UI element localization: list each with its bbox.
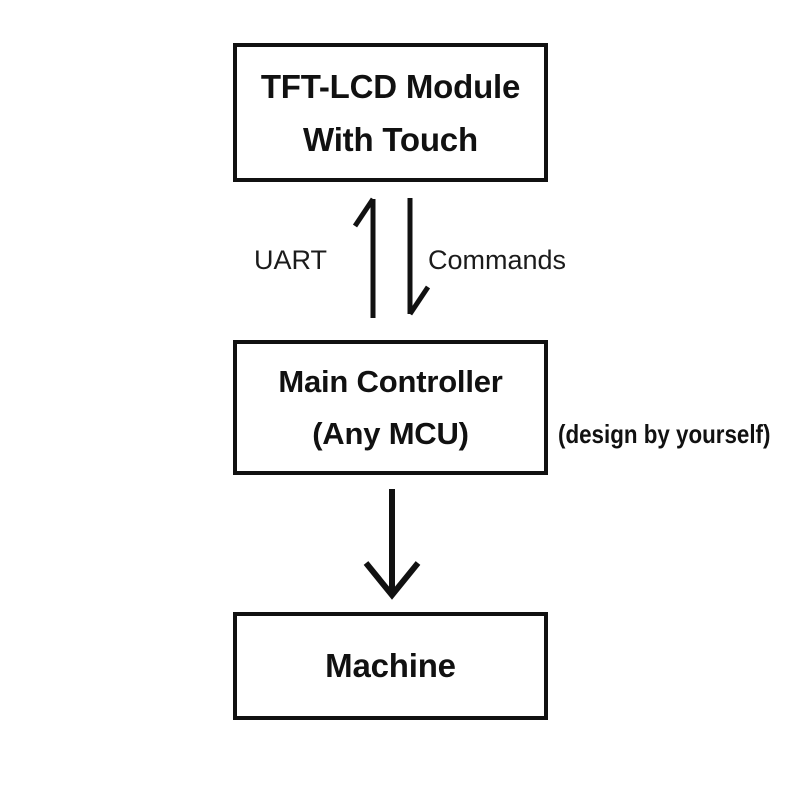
arrow-commands-down (407, 198, 431, 316)
node-machine[interactable]: Machine (233, 612, 548, 720)
node-machine-line-1: Machine (325, 647, 456, 684)
node-tft-lcd-module-line-2: With Touch (303, 120, 478, 158)
node-main-controller[interactable]: Main Controller (Any MCU) (233, 340, 548, 475)
edge-label-commands: Commands (428, 245, 567, 275)
arrow-controller-to-machine (363, 489, 421, 600)
annotation-design-by-yourself: (design by yourself) (558, 419, 771, 449)
arrow-uart-up (352, 197, 376, 318)
node-tft-lcd-module[interactable]: TFT-LCD Module With Touch (233, 43, 548, 182)
edge-label-uart: UART (254, 245, 328, 275)
node-main-controller-line-2: (Any MCU) (312, 415, 469, 451)
node-tft-lcd-module-line-1: TFT-LCD Module (260, 67, 521, 105)
node-main-controller-line-1: Main Controller (278, 363, 503, 399)
